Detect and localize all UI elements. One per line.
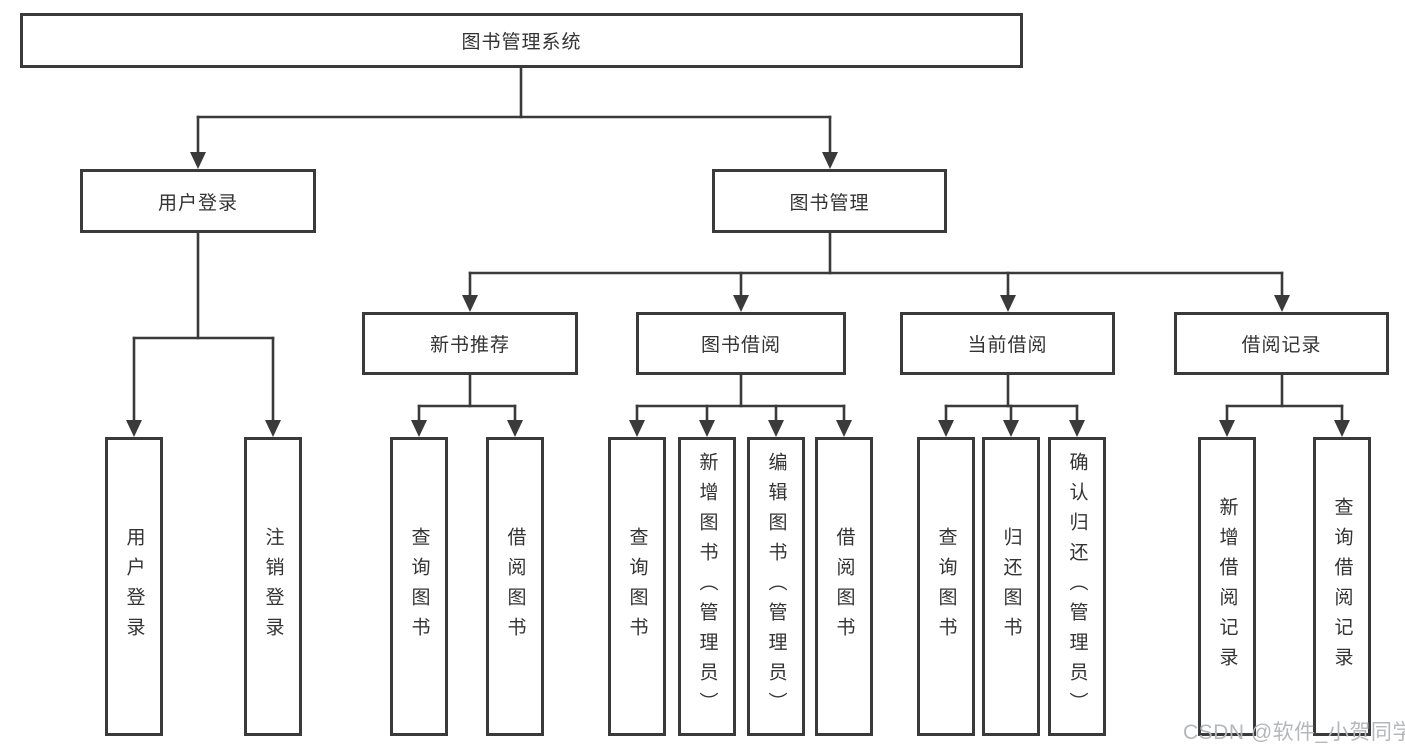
node-borrow-books-recommend: 借阅图书 (486, 437, 544, 736)
node-library-management-system: 图书管理系统 (20, 13, 1023, 68)
node-label: 新书推荐 (429, 335, 510, 356)
node-label: 借阅图书 (504, 526, 526, 647)
node-search-books-borrowing: 查询图书 (608, 437, 666, 736)
node-label: 查询图书 (935, 526, 957, 647)
node-label: 查询图书 (626, 526, 648, 647)
node-label: 注销登录 (262, 526, 284, 647)
node-label: 归还图书 (1000, 526, 1022, 647)
node-label: 查询图书 (408, 526, 430, 647)
node-search-books-recommend: 查询图书 (390, 437, 448, 736)
node-label: 当前借阅 (967, 335, 1048, 356)
node-label: 新增借阅记录 (1216, 496, 1238, 677)
node-user-login: 用户登录 (80, 169, 316, 233)
node-label: 图书借阅 (700, 335, 781, 356)
node-label: 新增图书（管理员） (696, 451, 718, 722)
node-label: 图书管理系统 (461, 32, 582, 53)
node-label: 编辑图书（管理员） (765, 451, 787, 722)
node-logout-action: 注销登录 (244, 437, 302, 736)
node-new-book-recommendation: 新书推荐 (362, 312, 578, 375)
node-label: 用户登录 (157, 192, 238, 214)
node-borrowing-records: 借阅记录 (1174, 312, 1389, 375)
node-search-books-current: 查询图书 (917, 437, 975, 736)
node-return-books: 归还图书 (982, 437, 1040, 736)
node-label: 用户登录 (123, 526, 145, 647)
node-label: 查询借阅记录 (1331, 496, 1353, 677)
node-book-borrowing: 图书借阅 (636, 312, 846, 375)
node-label: 图书管理 (789, 192, 870, 214)
node-book-management: 图书管理 (712, 169, 947, 233)
node-label: 借阅记录 (1241, 335, 1322, 356)
csdn-watermark: CSDN @软件_小贺同学 (1183, 721, 1405, 744)
node-add-books-admin: 新增图书（管理员） (678, 437, 736, 736)
node-label: 借阅图书 (833, 526, 855, 647)
node-confirm-return-admin: 确认归还（管理员） (1048, 437, 1106, 736)
node-search-borrow-record: 查询借阅记录 (1313, 437, 1371, 736)
node-add-borrow-record: 新增借阅记录 (1198, 437, 1256, 736)
node-current-borrowing: 当前借阅 (900, 312, 1115, 375)
node-borrow-books: 借阅图书 (815, 437, 873, 736)
node-label: 确认归还（管理员） (1066, 451, 1088, 722)
node-user-login-action: 用户登录 (105, 437, 163, 736)
node-edit-books-admin: 编辑图书（管理员） (747, 437, 805, 736)
